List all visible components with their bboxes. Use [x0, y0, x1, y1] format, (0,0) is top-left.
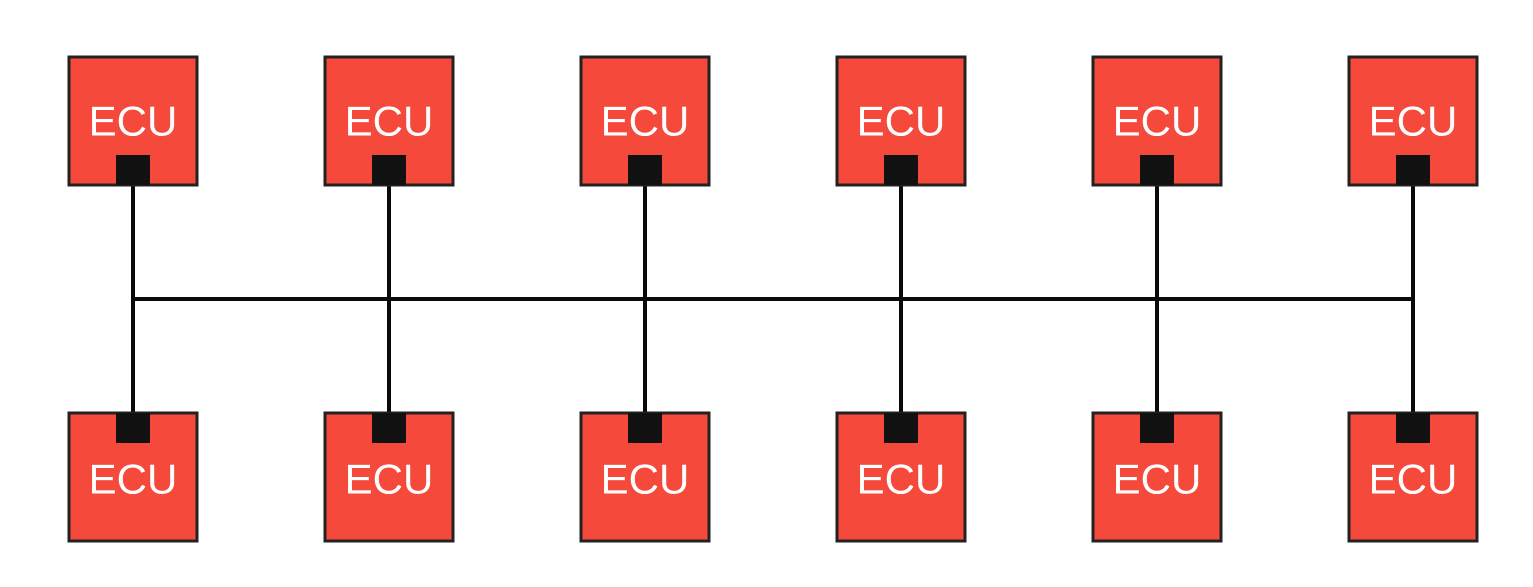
ecu-label: ECU — [601, 456, 690, 503]
connector-port — [628, 413, 662, 443]
bottom_row-ecu-6: ECU — [1347, 411, 1479, 543]
ecu-label: ECU — [601, 98, 690, 145]
bottom_row-ecu-3: ECU — [579, 411, 711, 543]
top_row-ecu-1: ECU — [67, 55, 199, 187]
bottom_row-ecu-4: ECU — [835, 411, 967, 543]
top_row-ecu-4: ECU — [835, 55, 967, 187]
ecu-label: ECU — [89, 98, 178, 145]
ecu-label: ECU — [1113, 456, 1202, 503]
top_row-ecu-5: ECU — [1091, 55, 1223, 187]
connector-port — [116, 155, 150, 185]
top_row-ecu-2: ECU — [323, 55, 455, 187]
bottom_row-ecu-5: ECU — [1091, 411, 1223, 543]
ecu-label: ECU — [1369, 98, 1458, 145]
ecu-label: ECU — [345, 456, 434, 503]
top_row-ecu-3: ECU — [579, 55, 711, 187]
connector-port — [884, 155, 918, 185]
ecu-label: ECU — [857, 98, 946, 145]
ecu-label: ECU — [89, 456, 178, 503]
bottom_row-ecu-1: ECU — [67, 411, 199, 543]
ecu-label: ECU — [1113, 98, 1202, 145]
top_row-ecu-6: ECU — [1347, 55, 1479, 187]
connector-port — [628, 155, 662, 185]
bottom_row-ecu-2: ECU — [323, 411, 455, 543]
connector-port — [372, 413, 406, 443]
ecu-nodes: ECU ECU ECU ECU ECU ECU ECU ECU ECU ECU ECU ECU — [67, 55, 1479, 543]
connector-port — [1140, 155, 1174, 185]
ecu-label: ECU — [1369, 456, 1458, 503]
ecu-label: ECU — [345, 98, 434, 145]
connector-port — [1396, 155, 1430, 185]
connector-port — [884, 413, 918, 443]
connector-port — [1396, 413, 1430, 443]
connector-port — [116, 413, 150, 443]
connector-port — [1140, 413, 1174, 443]
wires-layer — [131, 185, 1415, 413]
connector-port — [372, 155, 406, 185]
ecu-label: ECU — [857, 456, 946, 503]
